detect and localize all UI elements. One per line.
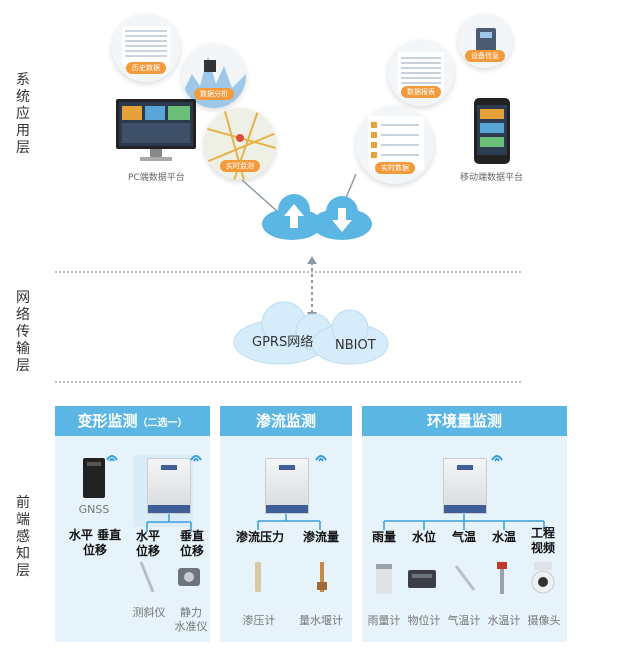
sensor-label-video: 工程 视频 bbox=[530, 526, 555, 555]
upload-arrow-icon bbox=[284, 204, 304, 228]
panel-title: 环境量监测 bbox=[426, 412, 502, 430]
circle-ribbon: 设备信息 bbox=[465, 50, 505, 62]
device-thumbnail-icon bbox=[476, 28, 496, 52]
sensor-label-seepage-pressure: 渗流压力 bbox=[235, 530, 284, 544]
sensor-caption-rain-gauge: 雨量计 bbox=[367, 614, 401, 627]
sensor-caption-water-thermometer: 水温计 bbox=[487, 614, 521, 627]
mobile-platform-caption: 移动端数据平台 bbox=[460, 173, 524, 183]
wifi-icon bbox=[106, 455, 118, 462]
piezometer-icon bbox=[255, 562, 261, 592]
panel-header: 渗流监测 bbox=[220, 406, 352, 436]
mobile-phone bbox=[472, 96, 512, 166]
hydrostatic-level-icon bbox=[178, 568, 200, 586]
air-thermometer-icon bbox=[454, 565, 476, 591]
data-logger-icon bbox=[265, 458, 309, 514]
sensor-caption-inclinometer: 测斜仪 bbox=[132, 606, 166, 619]
level-meter-icon bbox=[408, 570, 436, 588]
panel-title: 变形监测 bbox=[77, 412, 138, 430]
nbiot-label: NBIOT bbox=[335, 338, 376, 353]
sensor-caption-camera: 摄像头 bbox=[527, 614, 561, 627]
connector-lines bbox=[257, 514, 321, 530]
sensor-caption-level-meter: 物位计 bbox=[407, 614, 441, 627]
gprs-label: GPRS网络 bbox=[252, 335, 314, 350]
separator-bottom bbox=[55, 381, 521, 383]
realtime-data-circle: 实时数据 bbox=[356, 106, 434, 184]
data-report-circle: 数据报表 bbox=[388, 40, 454, 106]
sensor-label-water-temp: 水温 bbox=[491, 530, 516, 544]
sensor-label-water-level: 水位 bbox=[411, 530, 436, 544]
history-data-circle: 历史数据 bbox=[112, 14, 180, 82]
sensor-label-vertical: 垂直 位移 bbox=[179, 529, 204, 558]
gnss-device-icon bbox=[83, 458, 105, 498]
rain-gauge-icon bbox=[376, 564, 392, 594]
circle-ribbon: 历史数据 bbox=[126, 62, 166, 74]
report-thumbnail-icon bbox=[398, 52, 444, 92]
sensor-caption-level: 静力 水准仪 bbox=[174, 606, 208, 633]
sensor-label-rainfall: 雨量 bbox=[371, 530, 396, 544]
data-logger-icon bbox=[443, 458, 487, 514]
circle-ribbon: 实时数据 bbox=[375, 162, 415, 174]
pc-platform-caption: PC端数据平台 bbox=[128, 173, 185, 183]
panel-header: 变形监测（二选一） bbox=[55, 406, 210, 436]
panel-subtitle: （二选一） bbox=[137, 418, 188, 429]
sensor-label-horizontal: 水平 位移 bbox=[135, 529, 160, 558]
pc-monitor bbox=[114, 97, 198, 165]
gnss-caption: GNSS bbox=[78, 503, 110, 516]
wifi-icon bbox=[491, 455, 503, 462]
layer-label-network: 网络传输层 bbox=[16, 290, 30, 374]
circle-ribbon: 实时监测 bbox=[220, 160, 260, 172]
sensor-caption-weir: 量水堰计 bbox=[299, 614, 343, 627]
layer-label-application: 系统应用层 bbox=[16, 72, 30, 156]
layer-label-perception: 前端感知层 bbox=[16, 495, 30, 579]
camera-icon bbox=[531, 562, 555, 594]
table-thumbnail-icon bbox=[122, 26, 170, 66]
inclinometer-icon bbox=[139, 561, 155, 593]
circle-ribbon: 数据报表 bbox=[401, 86, 441, 98]
panel-header: 环境量监测 bbox=[362, 406, 567, 436]
gnss-label: 水平 垂直 位移 bbox=[68, 528, 122, 557]
circle-ribbon: 数据分析 bbox=[194, 88, 234, 100]
sensor-caption-air-thermometer: 气温计 bbox=[447, 614, 481, 627]
phone-icon bbox=[474, 98, 510, 164]
sensor-caption-piezometer: 渗压计 bbox=[242, 614, 276, 627]
sync-cloud bbox=[262, 194, 372, 240]
data-analysis-circle: 数据分析 bbox=[182, 44, 246, 108]
realtime-monitor-circle: 实时监测 bbox=[204, 108, 276, 180]
weir-meter-icon bbox=[317, 562, 327, 592]
water-thermometer-icon bbox=[497, 562, 507, 594]
sensor-label-seepage-flow: 渗流量 bbox=[302, 530, 339, 544]
wifi-icon bbox=[315, 455, 327, 462]
connector-lines bbox=[383, 514, 545, 530]
download-arrow-icon bbox=[332, 208, 352, 232]
network-cloud bbox=[233, 301, 389, 365]
data-logger-icon bbox=[147, 458, 191, 514]
panel-title: 渗流监测 bbox=[255, 412, 316, 430]
separator-top bbox=[55, 271, 521, 273]
wifi-icon bbox=[190, 455, 202, 462]
connector-lines bbox=[146, 514, 192, 532]
sensor-label-air-temp: 气温 bbox=[451, 530, 476, 544]
monitor-icon bbox=[116, 99, 196, 161]
device-info-circle: 设备信息 bbox=[458, 14, 512, 68]
data-list-thumbnail-icon bbox=[368, 116, 424, 170]
panel-environment: 环境量监测 雨量 水位 气温 水温 工程 视频 雨量计 物位计 气温计 水温计 … bbox=[362, 406, 567, 642]
panel-deformation: 变形监测（二选一） GNSS 水平 垂直 位移 水平 位移 垂直 位移 测斜仪 … bbox=[55, 406, 210, 642]
panel-seepage: 渗流监测 渗流压力 渗流量 渗压计 量水堰计 bbox=[220, 406, 352, 642]
